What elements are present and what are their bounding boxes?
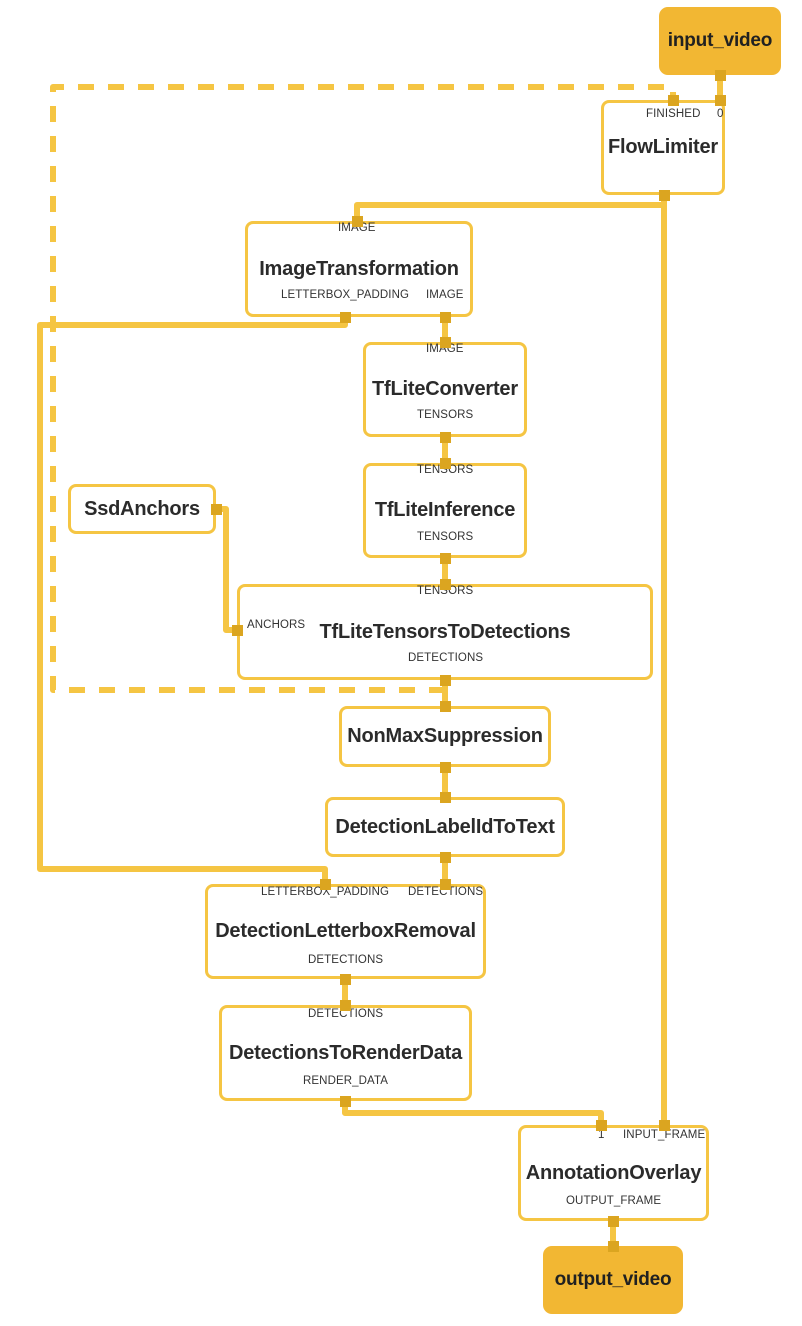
port-flow-limiter-in-finished[interactable] (667, 94, 679, 106)
port-label-tflite_tensors_to_detections-detections: DETECTIONS (408, 652, 484, 664)
node-tflite_tensors_to_detections[interactable]: TfLiteTensorsToDetections (237, 584, 653, 680)
node-title: DetectionLabelIdToText (335, 815, 555, 838)
port-image-transformation-in-image[interactable] (351, 215, 363, 227)
port-dlit-out[interactable] (439, 851, 451, 863)
port-annotation-in-1[interactable] (595, 1119, 607, 1131)
port-flow-limiter-in-0[interactable] (714, 94, 726, 106)
port-label-tflite_inference-tensors: TENSORS (417, 531, 474, 543)
node-tflite_converter[interactable]: TfLiteConverter (363, 342, 527, 437)
port-tflite-converter-out-tensors[interactable] (439, 431, 451, 443)
port-label-tflite_converter-tensors: TENSORS (417, 409, 474, 421)
edge-letterbox-padding-to-removal (37, 317, 348, 884)
port-dlr-in-detections[interactable] (439, 878, 451, 890)
node-title: SsdAnchors (84, 497, 200, 520)
node-title: TfLiteConverter (372, 378, 518, 400)
port-label-annotation_overlay-input-frame: INPUT_FRAME (623, 1129, 706, 1141)
port-label-image_transformation-image: IMAGE (426, 289, 464, 301)
node-title: AnnotationOverlay (525, 1161, 702, 1184)
node-title: DetectionsToRenderData (228, 1041, 463, 1064)
port-ttd-in-tensors[interactable] (439, 578, 451, 590)
port-label-detection_letterbox_removal-detections: DETECTIONS (308, 954, 384, 966)
port-label-detection_letterbox_removal-letterbox-padding: LETTERBOX_PADDING (261, 886, 390, 898)
port-nms-out[interactable] (439, 761, 451, 773)
port-tflite-inference-out-tensors[interactable] (439, 552, 451, 564)
port-image-transformation-out-image[interactable] (439, 311, 451, 323)
port-label-annotation_overlay-1: 1 (598, 1129, 605, 1141)
port-label-detection_letterbox_removal-detections: DETECTIONS (408, 886, 484, 898)
port-label-image_transformation-letterbox-padding: LETTERBOX_PADDING (281, 289, 410, 301)
node-title: input_video (667, 30, 773, 52)
edge-render-data-to-annotation (342, 1101, 604, 1125)
node-title: TfLiteInference (374, 499, 516, 521)
port-dlit-in[interactable] (439, 791, 451, 803)
port-nms-in[interactable] (439, 700, 451, 712)
node-title: ImageTransformation (259, 257, 459, 280)
node-title: FlowLimiter (607, 136, 719, 158)
node-ssd_anchors[interactable]: SsdAnchors (68, 484, 216, 534)
port-label-detections_to_render_data-detections: DETECTIONS (308, 1008, 384, 1020)
port-dtrd-in-detections[interactable] (339, 999, 351, 1011)
edge-ssd-anchors-to-anchors (216, 506, 237, 633)
port-ttd-in-anchors[interactable] (231, 624, 243, 636)
port-label-tflite_converter-image: IMAGE (426, 343, 464, 355)
port-dlr-out-detections[interactable] (339, 973, 351, 985)
edge-flow-limiter-to-image-transformation (354, 195, 667, 221)
port-output-video-in[interactable] (607, 1240, 619, 1252)
port-ttd-out-detections[interactable] (439, 674, 451, 686)
node-title: DetectionLetterboxRemoval (215, 920, 476, 942)
node-tflite_inference[interactable]: TfLiteInference (363, 463, 527, 558)
port-tflite-inference-in-tensors[interactable] (439, 457, 451, 469)
port-label-tflite_inference-tensors: TENSORS (417, 464, 474, 476)
node-title: output_video (554, 1269, 672, 1291)
port-annotation-out-output-frame[interactable] (607, 1215, 619, 1227)
port-label-image_transformation-image: IMAGE (338, 222, 376, 234)
port-ssd-anchors-out[interactable] (210, 503, 222, 515)
port-label-tflite_tensors_to_detections-tensors: TENSORS (417, 585, 474, 597)
port-label-flow_limiter-0: 0 (717, 108, 724, 120)
port-flow-limiter-out[interactable] (658, 189, 670, 201)
node-title: NonMaxSuppression (347, 725, 543, 747)
port-input-video-out[interactable] (714, 69, 726, 81)
node-output_video[interactable]: output_video (543, 1246, 683, 1314)
node-detection_label_id_to_text[interactable]: DetectionLabelIdToText (325, 797, 565, 857)
port-dtrd-out-render-data[interactable] (339, 1095, 351, 1107)
edge-detections-to-flow-limiter-finished (50, 84, 676, 693)
node-title: TfLiteTensorsToDetections (319, 620, 571, 643)
port-label-flow_limiter-finished: FINISHED (646, 108, 701, 120)
node-detections_to_render_data[interactable]: DetectionsToRenderData (219, 1005, 472, 1101)
port-tflite-converter-in-image[interactable] (439, 336, 451, 348)
port-label-tflite_tensors_to_detections-anchors: ANCHORS (247, 619, 306, 631)
port-image-transformation-out-pad[interactable] (339, 311, 351, 323)
node-non_max_suppression[interactable]: NonMaxSuppression (339, 706, 551, 767)
port-dlr-in-pad[interactable] (319, 878, 331, 890)
node-image_transformation[interactable]: ImageTransformation (245, 221, 473, 317)
port-label-annotation_overlay-output-frame: OUTPUT_FRAME (566, 1195, 662, 1207)
node-input_video[interactable]: input_video (659, 7, 781, 75)
node-flow_limiter[interactable]: FlowLimiter (601, 100, 725, 195)
port-annotation-in-input-frame[interactable] (658, 1119, 670, 1131)
port-label-detections_to_render_data-render-data: RENDER_DATA (303, 1075, 389, 1087)
